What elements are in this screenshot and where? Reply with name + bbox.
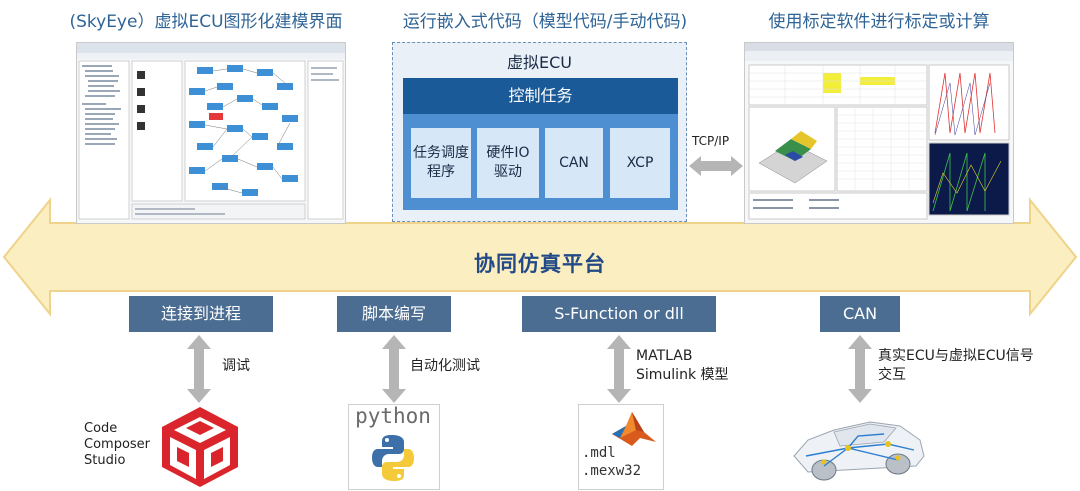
mdl-mexw32-label: .mdl .mexw32 [582, 445, 642, 479]
automation-test-label: 自动化测试 [410, 358, 480, 374]
connect-to-process-box: 连接到进程 [129, 296, 273, 332]
matlab-simulink-label: MATLAB Simulink 模型 [636, 348, 729, 383]
tcpip-double-arrow-icon [689, 156, 743, 176]
python-wordmark: python [355, 404, 431, 428]
automation-double-arrow-icon [382, 335, 406, 403]
calibration-software-screenshot [744, 42, 1014, 224]
control-task-bar: 控制任务 [403, 78, 678, 114]
debug-double-arrow-icon [187, 335, 211, 403]
skyeye-title: (SkyEye）虚拟ECU图形化建模界面 [69, 12, 343, 32]
platform-label: 协同仿真平台 [474, 252, 606, 276]
module-xcp: XCP [610, 128, 670, 198]
debug-label: 调试 [222, 358, 250, 374]
real-virtual-ecu-signal-label: 真实ECU与虚拟ECU信号交互 [878, 348, 1034, 383]
car-icon [793, 421, 925, 481]
ccs-cube-icon [162, 407, 238, 487]
script-writing-box: 脚本编写 [337, 296, 451, 332]
skyeye-screenshot-drawing [77, 43, 345, 220]
module-can: CAN [545, 128, 603, 198]
can-box: CAN [820, 296, 900, 332]
platform-arrow [2, 197, 1078, 317]
calibration-title: 使用标定软件进行标定或计算 [768, 12, 990, 32]
calibration-screenshot-drawing [745, 43, 1013, 220]
s-function-dll-box: S-Function or dll [522, 296, 716, 332]
module-task-scheduler: 任务调度程序 [411, 128, 471, 198]
ccs-label: Code Composer Studio [84, 421, 151, 468]
matlab-membrane-icon [612, 412, 656, 446]
module-hardware-io-driver: 硬件IO驱动 [477, 128, 539, 198]
matlab-file-panel [578, 404, 664, 490]
embedded-title: 运行嵌入式代码（模型代码/手动代码) [402, 12, 688, 32]
python-logo-icon [372, 435, 414, 481]
skyeye-modeling-screenshot [76, 42, 346, 224]
virtual-ecu-title: 虚拟ECU [507, 53, 572, 72]
can-double-arrow-icon [848, 335, 872, 403]
tcpip-label: TCP/IP [692, 134, 730, 148]
simulink-double-arrow-icon [607, 335, 631, 403]
